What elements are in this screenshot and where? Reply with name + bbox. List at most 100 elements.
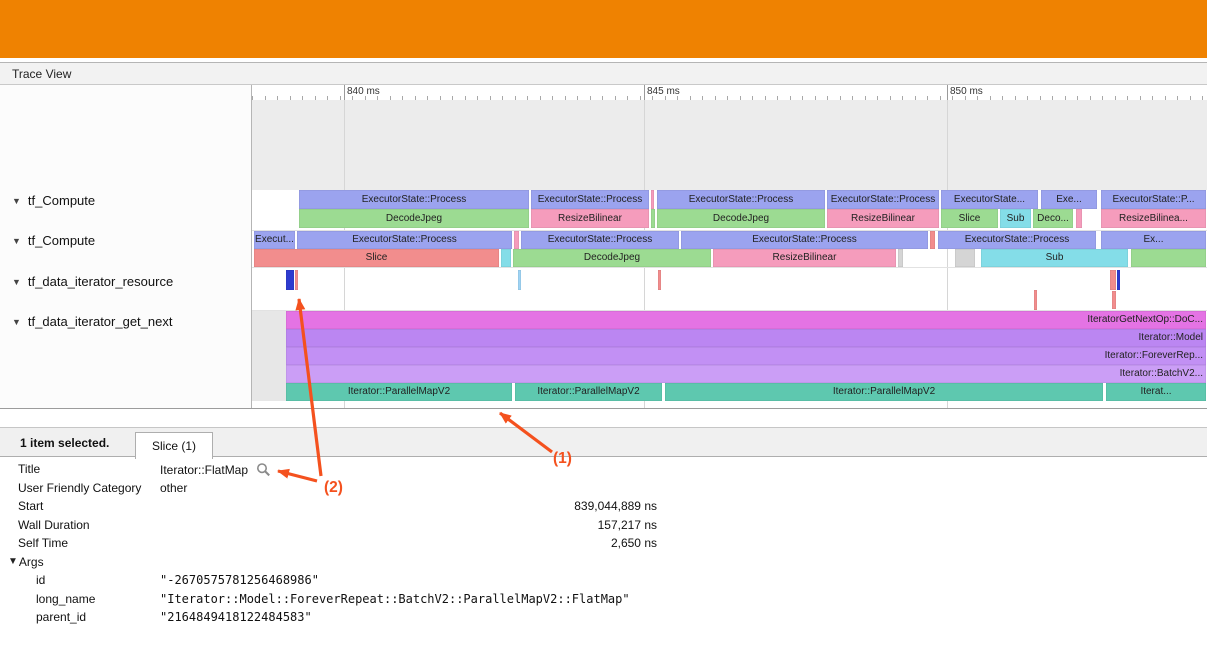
trace-slice[interactable] (518, 270, 521, 290)
trace-slice[interactable]: ExecutorState::Process (531, 190, 649, 209)
trace-slice[interactable] (651, 209, 655, 228)
trace-slice[interactable]: ResizeBilinear (713, 249, 896, 267)
trace-slice[interactable] (1117, 270, 1120, 290)
detail-row: User Friendly Category other (0, 479, 1207, 498)
ruler-tick (364, 96, 366, 100)
trace-slice[interactable] (930, 231, 935, 249)
trace-slice[interactable]: IteratorGetNextOp::DoC... (286, 311, 1206, 329)
ruler-major-line (344, 85, 345, 100)
detail-value: 157,217 ns (597, 517, 657, 532)
trace-slice[interactable]: ExecutorState::P... (1101, 190, 1206, 209)
ruler-tick (502, 96, 503, 100)
trace-slice[interactable]: Slice (254, 249, 499, 267)
ruler-tick (614, 96, 616, 100)
trace-slice[interactable] (651, 190, 654, 209)
trace-slice[interactable] (1112, 291, 1116, 309)
trace-slice[interactable]: Iterator::BatchV2... (286, 365, 1206, 383)
trace-slice[interactable]: Execut... (254, 231, 295, 249)
trace-slice[interactable]: DecodeJpeg (299, 209, 529, 228)
trace-slice[interactable]: ResizeBilinear (531, 209, 649, 228)
trace-slice[interactable]: DecodeJpeg (513, 249, 711, 267)
trace-slice[interactable]: Sub (981, 249, 1128, 267)
trace-slice[interactable]: ResizeBilinear (827, 209, 939, 228)
timeline-empty-region (252, 100, 1207, 190)
trace-slice[interactable] (295, 270, 298, 290)
trace-slice[interactable] (286, 270, 294, 290)
window-gap (0, 58, 1207, 62)
track-label-tf_data_iterator_get_next[interactable]: ▼tf_data_iterator_get_next (12, 313, 172, 330)
ruler-tick (439, 96, 441, 100)
trace-slice[interactable]: Iterator::ForeverRep... (286, 347, 1206, 365)
ruler-tick (877, 96, 878, 100)
ruler-tick (314, 96, 316, 100)
trace-slice[interactable]: Exe... (1041, 190, 1097, 209)
ruler-tick (977, 96, 978, 100)
ruler-time-label: 840 ms (347, 86, 380, 97)
ruler-major-line (644, 85, 645, 100)
trace-slice[interactable]: ExecutorState... (941, 190, 1038, 209)
trace-slice[interactable]: ExecutorState::Process (938, 231, 1096, 249)
trace-slice[interactable] (955, 249, 975, 267)
trace-slice[interactable]: ResizeBilinea... (1101, 209, 1206, 228)
trace-slice[interactable]: Sub (1000, 209, 1031, 228)
trace-slice[interactable]: ExecutorState::Process (681, 231, 928, 249)
ruler-tick (477, 96, 478, 100)
trace-slice[interactable] (501, 249, 511, 267)
tab-slice[interactable]: Slice (1) (135, 432, 214, 459)
trace-slice[interactable] (1110, 270, 1116, 290)
detail-value-text: "-2670575781256468986" (160, 573, 319, 587)
ruler-tick (1114, 96, 1116, 100)
trace-slice[interactable]: DecodeJpeg (657, 209, 825, 228)
ruler-tick (1089, 96, 1091, 100)
trace-slice[interactable]: Slice (941, 209, 998, 228)
trace-slice[interactable]: ExecutorState::Process (297, 231, 512, 249)
ruler-tick (1189, 96, 1191, 100)
ruler-tick (402, 96, 403, 100)
track-label-tf_Compute[interactable]: ▼tf_Compute (12, 192, 95, 209)
ruler-tick (489, 96, 491, 100)
ruler-tick (1052, 96, 1053, 100)
track-label-tf_Compute[interactable]: ▼tf_Compute (12, 232, 95, 249)
collapse-triangle-icon: ▼ (8, 556, 18, 567)
trace-slice[interactable]: Iterator::ParallelMapV2 (665, 383, 1103, 401)
detail-value-text: other (160, 480, 188, 495)
trace-slice[interactable]: Ex... (1101, 231, 1206, 249)
trace-slice[interactable] (1131, 249, 1206, 267)
trace-slice[interactable]: ExecutorState::Process (657, 190, 825, 209)
trace-slice[interactable] (1076, 209, 1082, 228)
trace-slice[interactable]: Iterator::ParallelMapV2 (286, 383, 512, 401)
trace-slice[interactable]: Iterator::Model (286, 329, 1206, 347)
panel-splitter[interactable] (0, 409, 1207, 427)
ruler-tick (752, 96, 753, 100)
trace-slice[interactable] (658, 270, 661, 290)
ruler-tick (577, 96, 578, 100)
track-label-tf_data_iterator_resource[interactable]: ▼tf_data_iterator_resource (12, 273, 173, 290)
trace-slice[interactable]: ExecutorState::Process (299, 190, 529, 209)
magnifier-icon[interactable] (256, 462, 271, 477)
detail-value: "-2670575781256468986" (160, 573, 319, 587)
detail-row: id"-2670575781256468986" (0, 571, 1207, 590)
ruler-tick (589, 96, 591, 100)
args-section-toggle[interactable]: ▼Args (8, 555, 44, 569)
ruler-tick (327, 96, 328, 100)
trace-slice[interactable] (514, 231, 519, 249)
ruler-tick (777, 96, 778, 100)
trace-slice[interactable]: Iterat... (1106, 383, 1206, 401)
trace-slice[interactable]: ExecutorState::Process (827, 190, 939, 209)
trace-slice[interactable]: Deco... (1033, 209, 1073, 228)
analysis-panel-header: 1 item selected. Slice (1) (0, 427, 1207, 459)
ruler-tick (264, 96, 266, 100)
trace-slice[interactable]: Iterator::ParallelMapV2 (515, 383, 662, 401)
trace-slice[interactable] (1034, 290, 1037, 310)
ruler-tick (1027, 96, 1028, 100)
trace-slice[interactable]: ExecutorState::Process (521, 231, 679, 249)
ruler-tick (827, 96, 828, 100)
trace-slice[interactable] (898, 249, 903, 267)
detail-label: User Friendly Category (18, 480, 142, 495)
ruler-tick (352, 96, 353, 100)
ruler-tick (1127, 96, 1128, 100)
track-name: tf_data_iterator_resource (27, 274, 174, 289)
